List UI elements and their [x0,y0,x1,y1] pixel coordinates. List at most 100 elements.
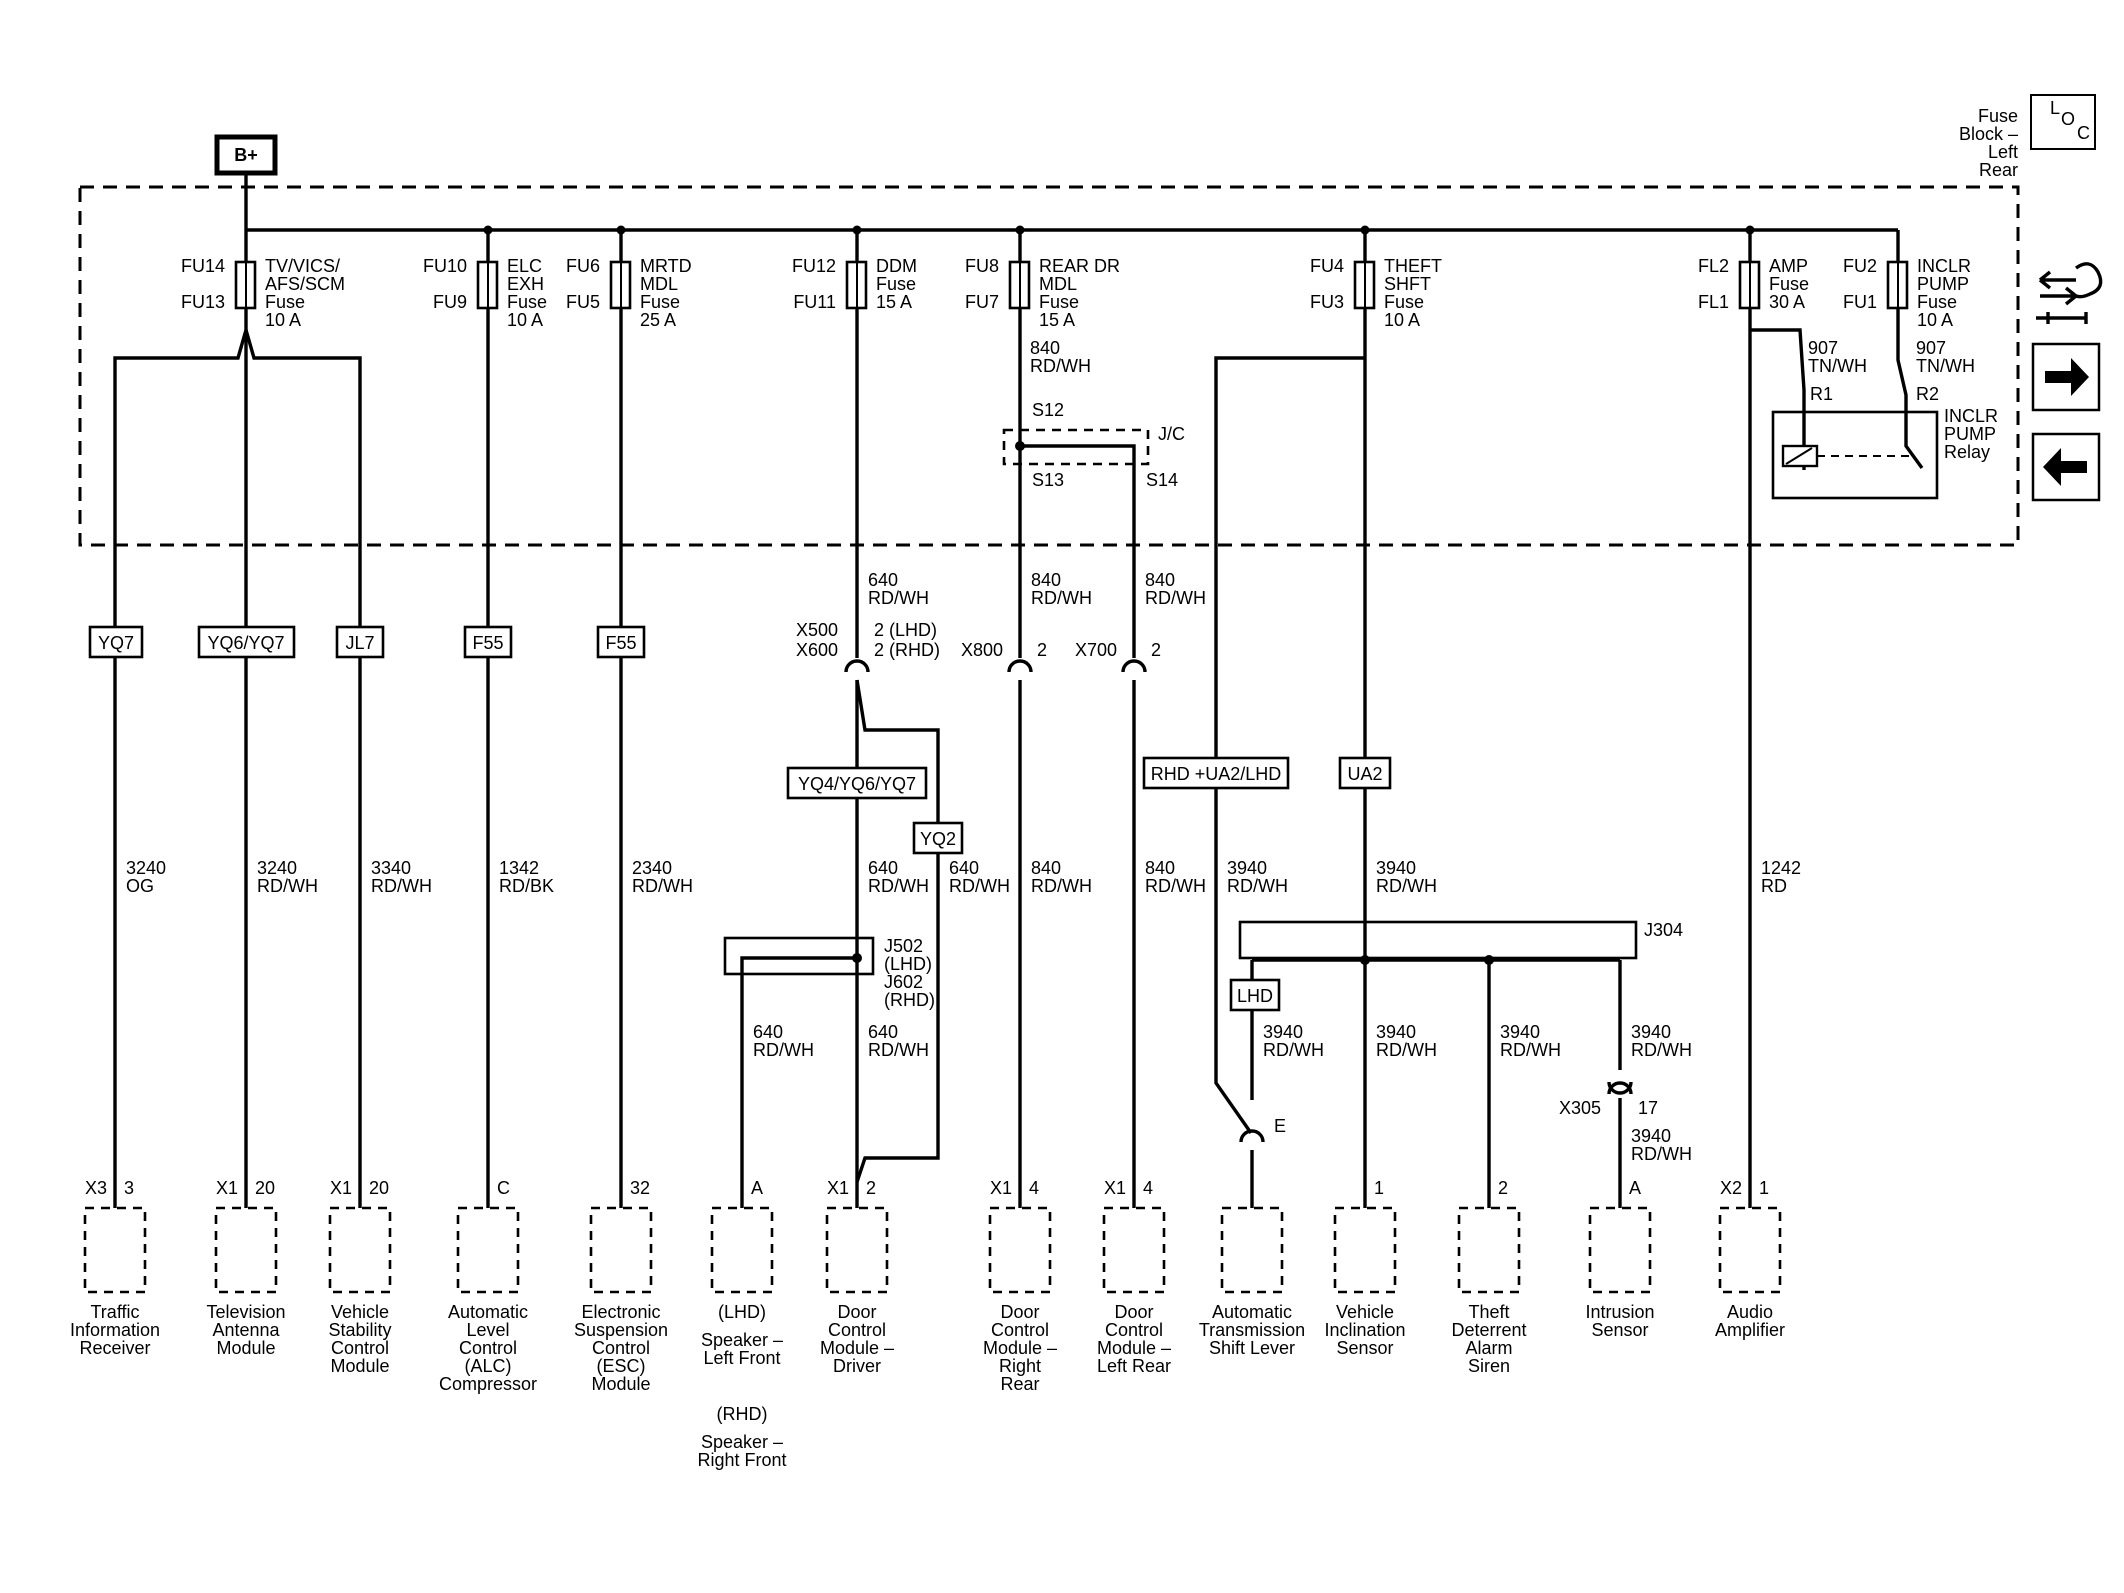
svg-text:AMP: AMP [1769,256,1808,276]
inclr-pump-relay: 907 TN/WH 907 TN/WH R1 R2 INCLR PUMP Rel… [1750,328,1998,500]
svg-text:Compressor: Compressor [439,1374,537,1394]
svg-text:X3: X3 [85,1178,107,1198]
svg-text:Inclination: Inclination [1324,1320,1405,1340]
svg-text:A: A [1629,1178,1641,1198]
svg-text:FU4: FU4 [1310,256,1344,276]
module-alc-compressor[interactable]: C Automatic Level Control (ALC) Compress… [439,1178,537,1394]
svg-text:RD/WH: RD/WH [868,876,929,896]
svg-text:Module –: Module – [983,1338,1057,1358]
svg-text:FU9: FU9 [433,292,467,312]
module-speaker[interactable]: A (LHD) Speaker – Left Front (RHD) Speak… [697,1178,786,1470]
svg-text:LHD: LHD [1237,986,1273,1006]
svg-text:Sensor: Sensor [1591,1320,1648,1340]
fuses: FU14 FU13 TV/VICS/ AFS/SCM Fuse 10 A FU1… [181,256,1971,330]
svg-text:YQ6/YQ7: YQ6/YQ7 [207,633,284,653]
svg-text:10 A: 10 A [1917,310,1953,330]
fuse-fu12: FU12 FU11 DDM Fuse 15 A [792,256,917,312]
module-door-control-driver[interactable]: X1 2 Door Control Module – Driver [820,1178,894,1376]
svg-text:O: O [2061,109,2075,129]
svg-text:Fuse: Fuse [1384,292,1424,312]
svg-text:Speaker –: Speaker – [701,1330,783,1350]
svg-text:17: 17 [1638,1098,1658,1118]
module-traffic-information-receiver[interactable]: X3 3 Traffic Information Receiver [70,1178,160,1358]
svg-text:20: 20 [255,1178,275,1198]
svg-text:3940: 3940 [1631,1126,1671,1146]
svg-text:Module: Module [330,1356,389,1376]
arrow-right-icon[interactable] [2031,342,2101,412]
svg-text:Intrusion: Intrusion [1585,1302,1654,1322]
svg-text:X305: X305 [1559,1098,1601,1118]
svg-text:YQ7: YQ7 [98,633,134,653]
svg-text:Right Front: Right Front [697,1450,786,1470]
svg-text:Fuse: Fuse [1039,292,1079,312]
svg-text:RD/WH: RD/WH [1631,1144,1692,1164]
svg-text:Amplifier: Amplifier [1715,1320,1785,1340]
svg-text:EXH: EXH [507,274,544,294]
svg-text:Control: Control [1105,1320,1163,1340]
svg-text:X500: X500 [796,620,838,640]
module-door-control-right-rear[interactable]: X1 4 Door Control Module – Right Rear [983,1178,1057,1394]
svg-text:J/C: J/C [1158,424,1185,444]
svg-text:3940: 3940 [1376,1022,1416,1042]
svg-text:(LHD): (LHD) [718,1302,766,1322]
module-vehicle-stability-control[interactable]: X1 20 Vehicle Stability Control Module [328,1178,391,1376]
svg-text:Fuse: Fuse [265,292,305,312]
svg-text:MRTD: MRTD [640,256,692,276]
svg-text:Driver: Driver [833,1356,881,1376]
svg-text:FU1: FU1 [1843,292,1877,312]
module-television-antenna[interactable]: X1 20 Television Antenna Module [206,1178,285,1358]
svg-text:F55: F55 [605,633,636,653]
svg-text:TV/VICS/: TV/VICS/ [265,256,340,276]
svg-text:15 A: 15 A [876,292,912,312]
svg-text:Module: Module [216,1338,275,1358]
svg-text:A: A [751,1178,763,1198]
svg-text:Control: Control [991,1320,1049,1340]
svg-text:(ESC): (ESC) [597,1356,646,1376]
svg-text:Audio: Audio [1727,1302,1773,1322]
svg-text:F55: F55 [472,633,503,653]
inline-connectors: X500 X600 2 (LHD) 2 (RHD) X800 2 X700 2 … [796,620,1658,1168]
module-theft-deterrent-siren[interactable]: 2 Theft Deterrent Alarm Siren [1451,1178,1526,1376]
svg-text:REAR DR: REAR DR [1039,256,1120,276]
module-door-control-left-rear[interactable]: X1 4 Door Control Module – Left Rear [1097,1178,1171,1376]
location-caption: Fuse Block – Left Rear [1959,106,2018,180]
svg-text:YQ2: YQ2 [920,829,956,849]
svg-text:X800: X800 [961,640,1003,660]
module-esc[interactable]: 32 Electronic Suspension Control (ESC) M… [574,1178,668,1394]
svg-text:Fuse: Fuse [507,292,547,312]
svg-text:840: 840 [1145,858,1175,878]
svg-text:3940: 3940 [1500,1022,1540,1042]
svg-text:(RHD): (RHD) [717,1404,768,1424]
svg-text:Automatic: Automatic [1212,1302,1292,1322]
loc-icon[interactable]: L O C [2030,94,2096,150]
svg-text:Door: Door [837,1302,876,1322]
svg-text:(RHD): (RHD) [884,990,935,1010]
svg-text:MDL: MDL [640,274,678,294]
module-intrusion-sensor[interactable]: A Intrusion Sensor [1585,1178,1654,1340]
svg-text:X2: X2 [1720,1178,1742,1198]
module-vehicle-inclination-sensor[interactable]: 1 Vehicle Inclination Sensor [1324,1178,1405,1358]
svg-text:THEFT: THEFT [1384,256,1442,276]
arrow-left-icon[interactable] [2031,432,2101,502]
svg-text:30 A: 30 A [1769,292,1805,312]
wire-swap-icon[interactable] [2036,262,2103,324]
svg-text:640: 640 [949,858,979,878]
svg-text:INCLR: INCLR [1944,406,1998,426]
svg-text:Vehicle: Vehicle [1336,1302,1394,1322]
svg-text:RD: RD [1761,876,1787,896]
svg-text:Shift Lever: Shift Lever [1209,1338,1295,1358]
svg-text:Theft: Theft [1468,1302,1509,1322]
module-transmission-shift-lever[interactable]: Automatic Transmission Shift Lever [1199,1206,1305,1358]
svg-text:1242: 1242 [1761,858,1801,878]
svg-text:Stability: Stability [328,1320,391,1340]
svg-text:FL1: FL1 [1698,292,1729,312]
module-audio-amplifier[interactable]: X2 1 Audio Amplifier [1715,1178,1785,1340]
svg-text:Sensor: Sensor [1336,1338,1393,1358]
svg-text:FU8: FU8 [965,256,999,276]
svg-text:Module: Module [591,1374,650,1394]
svg-text:2: 2 [1498,1178,1508,1198]
svg-text:J502: J502 [884,936,923,956]
junction-jc: S12 J/C S13 S14 840 RD/WH [1002,338,1185,490]
svg-text:840: 840 [1030,338,1060,358]
